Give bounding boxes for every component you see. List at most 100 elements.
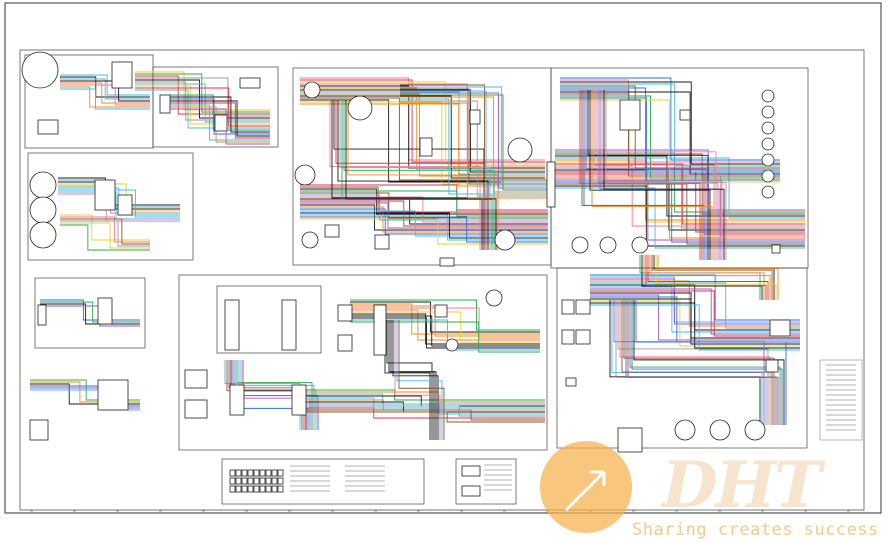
component-block <box>247 477 254 485</box>
wire <box>398 320 445 440</box>
component-block <box>247 469 254 477</box>
component-block <box>94 179 116 211</box>
wire <box>170 104 270 141</box>
component-block <box>235 477 242 485</box>
component-block <box>271 477 278 485</box>
wire <box>300 190 548 217</box>
box-bottom-center-inner <box>216 285 322 354</box>
component-circle <box>761 137 775 151</box>
wire <box>300 395 545 407</box>
wire <box>555 155 805 217</box>
box-top-left-b <box>152 66 279 148</box>
box-motor-panel <box>27 152 194 261</box>
component-block <box>265 469 272 477</box>
wire <box>583 90 705 260</box>
component-block <box>265 485 272 493</box>
component-block <box>374 234 390 250</box>
wire <box>300 411 545 423</box>
wire <box>390 320 437 440</box>
wire <box>631 300 783 425</box>
component-block <box>29 419 49 441</box>
component-block <box>419 137 433 157</box>
component-block <box>373 304 387 356</box>
wire <box>300 202 548 229</box>
component-block <box>239 77 261 89</box>
component-block <box>265 477 272 485</box>
component-block <box>575 299 591 315</box>
watermark-logo-text: DHT <box>662 448 822 523</box>
component-block <box>214 114 228 132</box>
component-circle <box>709 419 731 441</box>
wire <box>40 301 140 323</box>
wire <box>623 300 775 425</box>
component-block <box>271 485 278 493</box>
component-circle <box>761 153 775 167</box>
wire <box>560 87 780 171</box>
wire <box>300 97 545 181</box>
component-block <box>184 399 208 419</box>
component-block <box>97 297 113 325</box>
component-circle <box>485 289 503 307</box>
wire <box>647 255 769 300</box>
wire <box>605 90 727 260</box>
component-block <box>117 194 133 216</box>
wire <box>350 303 540 335</box>
wire <box>350 315 540 347</box>
component-circle <box>494 229 516 251</box>
wire <box>645 255 767 300</box>
wire <box>633 300 785 425</box>
wire <box>555 187 805 249</box>
wire <box>60 84 150 106</box>
wire <box>555 177 805 239</box>
component-block <box>229 477 236 485</box>
wire <box>560 81 780 165</box>
wire <box>331 100 483 250</box>
wire <box>617 300 769 425</box>
wire <box>611 300 763 425</box>
component-circle <box>674 419 696 441</box>
component-block <box>679 109 691 121</box>
wire <box>170 96 270 133</box>
component-block <box>561 299 575 315</box>
wire <box>590 302 800 349</box>
wire <box>655 255 777 300</box>
color-code-legend <box>819 359 863 441</box>
wire <box>60 78 150 100</box>
wire <box>350 301 540 333</box>
wire <box>651 255 773 300</box>
wire <box>300 405 545 417</box>
component-block <box>184 369 208 389</box>
wire <box>621 300 773 425</box>
component-circle <box>761 121 775 135</box>
wire <box>590 290 800 337</box>
wire <box>400 96 548 193</box>
wire <box>555 165 805 227</box>
wire <box>590 286 800 333</box>
component-block <box>324 224 340 238</box>
component-circle <box>507 137 533 163</box>
wire <box>60 224 150 251</box>
legend-box-right <box>455 458 517 505</box>
component-block <box>111 61 133 89</box>
component-block <box>235 485 242 493</box>
wire <box>643 255 765 300</box>
wire <box>300 200 548 227</box>
wire <box>597 90 719 260</box>
wire <box>350 311 540 343</box>
component-block <box>97 379 129 411</box>
wire <box>555 171 805 233</box>
wire <box>350 305 540 337</box>
wire <box>60 220 150 247</box>
wire <box>300 206 548 233</box>
wire <box>300 393 545 405</box>
wire <box>300 81 545 165</box>
wire <box>40 303 140 325</box>
component-circle <box>294 164 316 186</box>
wire <box>396 320 443 440</box>
component-circle <box>29 221 57 249</box>
component-block <box>434 304 448 318</box>
component-circle <box>761 105 775 119</box>
component-block <box>259 485 266 493</box>
wire <box>595 90 717 260</box>
wire <box>135 71 270 111</box>
